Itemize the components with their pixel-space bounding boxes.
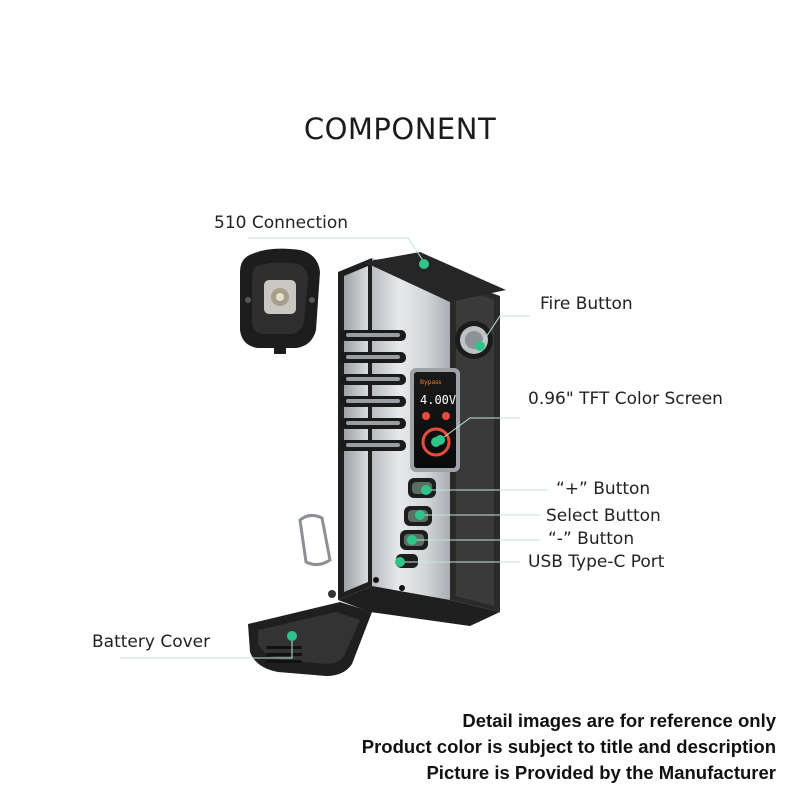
disclaimer-line: Product color is subject to title and de…: [361, 736, 776, 757]
callout-dot-select: [415, 510, 425, 520]
label-battery-cover: Battery Cover: [92, 632, 211, 652]
label-510-connection: 510 Connection: [214, 213, 349, 233]
label-usb-port: USB Type-C Port: [528, 552, 665, 572]
battery-cover: [248, 602, 372, 676]
callout-dot-510: [419, 259, 429, 269]
callout-dot-usb: [395, 557, 405, 567]
callout-dot-battery: [287, 631, 297, 641]
label-minus-button: “-” Button: [548, 529, 635, 549]
label-plus-button: “+” Button: [556, 479, 651, 499]
callout-dot-minus: [407, 535, 417, 545]
connection-510-detail: [240, 248, 320, 354]
page-title: COMPONENT: [303, 112, 497, 146]
screen-header: Bypass: [420, 379, 441, 386]
disclaimer: Detail images are for reference only Pro…: [362, 708, 776, 786]
label-fire-button: Fire Button: [540, 294, 633, 314]
disclaimer-line: Picture is Provided by the Manufacturer: [426, 762, 776, 783]
device-body: Bypass 4.00V: [298, 252, 506, 626]
label-select-button: Select Button: [546, 506, 661, 526]
label-tft-screen: 0.96" TFT Color Screen: [528, 389, 723, 409]
callout-dot-screen: [435, 435, 445, 445]
disclaimer-line: Detail images are for reference only: [462, 710, 776, 731]
callout-dot-fire: [475, 341, 485, 351]
screen-voltage: 4.00V: [420, 393, 456, 407]
callout-dot-plus: [421, 485, 431, 495]
